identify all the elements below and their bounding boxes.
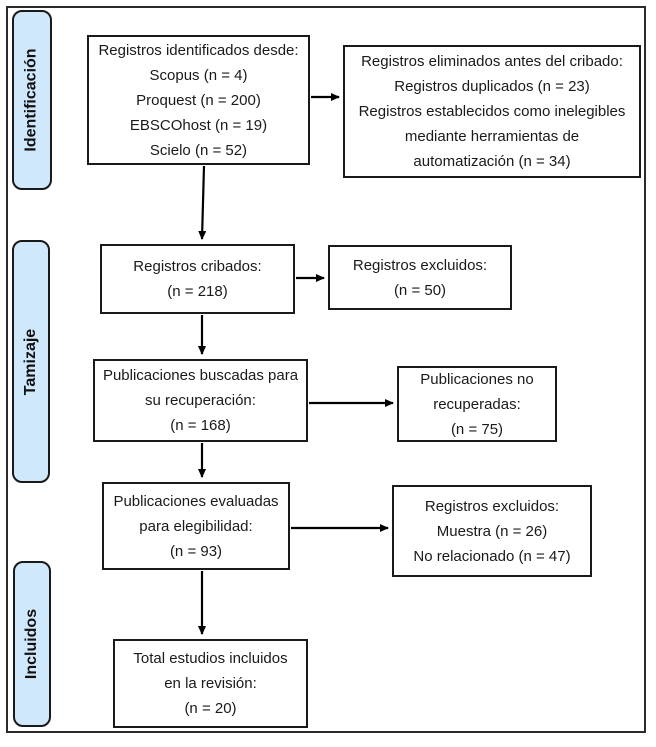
box-line: Registros establecidos como inelegibles — [358, 103, 626, 120]
stage-label-screening: Tamizaje — [12, 240, 50, 483]
box-line: Proquest (n = 200) — [136, 91, 261, 109]
box-line: mediante herramientas de — [404, 128, 580, 145]
box-line: Registros identificados desde: — [98, 41, 299, 59]
box-line: Scielo (n = 52) — [149, 141, 248, 159]
stage-label-included-text: Incluidos — [23, 608, 41, 680]
box-line: (n = 218) — [167, 283, 228, 300]
box-line: para elegibilidad: — [139, 517, 253, 535]
box-publications-assessed: Publicaciones evaluadas para elegibilida… — [102, 482, 290, 570]
box-line: Scopus (n = 4) — [149, 66, 248, 84]
box-line: su recuperación: — [145, 392, 256, 409]
box-line: Total estudios incluidos — [133, 650, 288, 667]
box-line: Publicaciones buscadas para — [102, 367, 299, 384]
box-publications-not-retrieved: Publicaciones no recuperadas: (n = 75) — [397, 366, 557, 442]
stage-label-included: Incluidos — [13, 561, 51, 727]
box-line: (n = 50) — [393, 281, 447, 299]
box-records-identified: Registros identificados desde: Scopus (n… — [87, 35, 310, 165]
box-records-removed-before-screening: Registros eliminados antes del cribado: … — [343, 45, 641, 178]
box-line: (n = 93) — [169, 542, 223, 560]
stage-label-screening-text: Tamizaje — [22, 328, 39, 395]
box-records-excluded: Registros excluidos: (n = 50) — [328, 245, 512, 310]
box-line: Registros excluidos: — [424, 497, 560, 515]
box-line: Registros cribados: — [133, 258, 262, 275]
box-line: EBSCOhost (n = 19) — [129, 116, 268, 134]
box-line: Publicaciones no — [420, 370, 534, 388]
box-line: Muestra (n = 26) — [436, 522, 548, 540]
box-line: Registros duplicados (n = 23) — [394, 78, 590, 95]
box-line: recuperadas: — [433, 395, 521, 413]
box-records-excluded-reasons: Registros excluidos: Muestra (n = 26) No… — [392, 485, 592, 577]
box-line: Registros eliminados antes del cribado: — [361, 53, 623, 70]
stage-label-identification: Identificación — [12, 10, 52, 190]
box-line: (n = 20) — [184, 700, 237, 717]
box-line: (n = 168) — [170, 417, 231, 434]
box-line: No relacionado (n = 47) — [413, 547, 571, 565]
box-line: en la revisión: — [164, 675, 257, 692]
box-publications-sought: Publicaciones buscadas para su recuperac… — [93, 359, 308, 442]
box-line: Registros excluidos: — [352, 256, 488, 274]
box-line: automatización (n = 34) — [413, 153, 571, 170]
box-total-studies-included: Total estudios incluidos en la revisión:… — [113, 639, 308, 728]
diagram-outer-frame — [6, 6, 646, 733]
stage-label-identification-text: Identificación — [23, 48, 40, 152]
box-line: (n = 75) — [450, 420, 504, 438]
box-line: Publicaciones evaluadas — [113, 492, 279, 510]
box-records-screened: Registros cribados: (n = 218) — [100, 244, 295, 314]
